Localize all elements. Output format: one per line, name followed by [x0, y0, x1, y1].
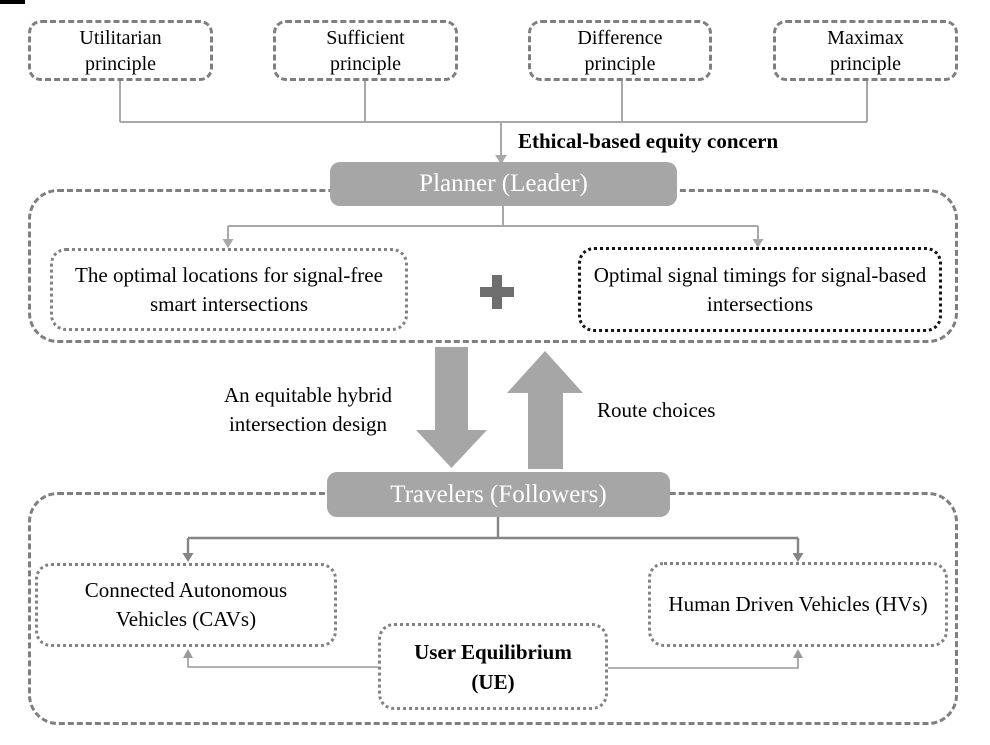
ue-hvs-arrowhead-icon [793, 649, 803, 658]
signal-free-locations-box: The optimal locations for signal-free sm… [50, 248, 408, 331]
user-equilibrium-box: User Equilibrium (UE) [378, 623, 608, 710]
cavs-box: Connected Autonomous Vehicles (CAVs) [35, 563, 337, 647]
travelers-split-connector [186, 517, 800, 554]
principle-label: Utilitarian principle [79, 26, 162, 75]
hvs-label: Human Driven Vehicles (HVs) [668, 592, 928, 616]
equity-concern-label: Ethical-based equity concern [518, 129, 779, 153]
principle-label: Maximax principle [827, 26, 904, 75]
signal-timings-box: Optimal signal timings for signal-based … [578, 247, 942, 332]
down-block-arrow-icon [416, 347, 487, 468]
planner-leader-bar: Planner (Leader) [330, 162, 677, 206]
planner-right-arrowhead-icon [752, 239, 764, 248]
planner-left-arrowhead-icon [222, 239, 234, 248]
hvs-box: Human Driven Vehicles (HVs) [648, 562, 948, 647]
principle-box-utilitarian: Utilitarian principle [28, 20, 213, 81]
plus-vertical-bar [492, 275, 502, 309]
ue-cavs-arrowhead-icon [183, 649, 193, 658]
principle-box-difference: Difference principle [528, 20, 712, 81]
ue-to-hvs-line [608, 657, 799, 669]
travelers-title: Travelers (Followers) [390, 480, 607, 508]
cavs-label: Connected Autonomous Vehicles (CAVs) [84, 578, 288, 631]
signal-timings-label: Optimal signal timings for signal-based … [593, 262, 927, 316]
signal-free-locations-label: The optimal locations for signal-free sm… [75, 262, 383, 316]
principle-label: Difference principle [577, 26, 663, 75]
ue-to-cavs-line [187, 657, 378, 668]
hybrid-design-label: An equitable hybrid intersection design [224, 383, 392, 436]
equity-arrowhead-icon [495, 155, 507, 164]
top-left-artifact-bar [0, 0, 25, 4]
planner-split-connector [227, 206, 759, 240]
principle-box-sufficient: Sufficient principle [273, 20, 458, 81]
planner-title: Planner (Leader) [419, 170, 588, 197]
hvs-arrowhead-icon [792, 553, 804, 562]
route-choices-label: Route choices [597, 398, 716, 422]
principle-label: Sufficient principle [326, 26, 405, 75]
up-block-arrow-icon [507, 351, 583, 469]
user-equilibrium-label: User Equilibrium (UE) [414, 639, 572, 694]
principle-box-maximax: Maximax principle [773, 20, 958, 81]
ue-connectors [187, 657, 799, 669]
plus-icon [480, 275, 514, 309]
travelers-followers-bar: Travelers (Followers) [327, 472, 670, 517]
principles-connector [119, 81, 868, 156]
cavs-arrowhead-icon [182, 553, 194, 562]
